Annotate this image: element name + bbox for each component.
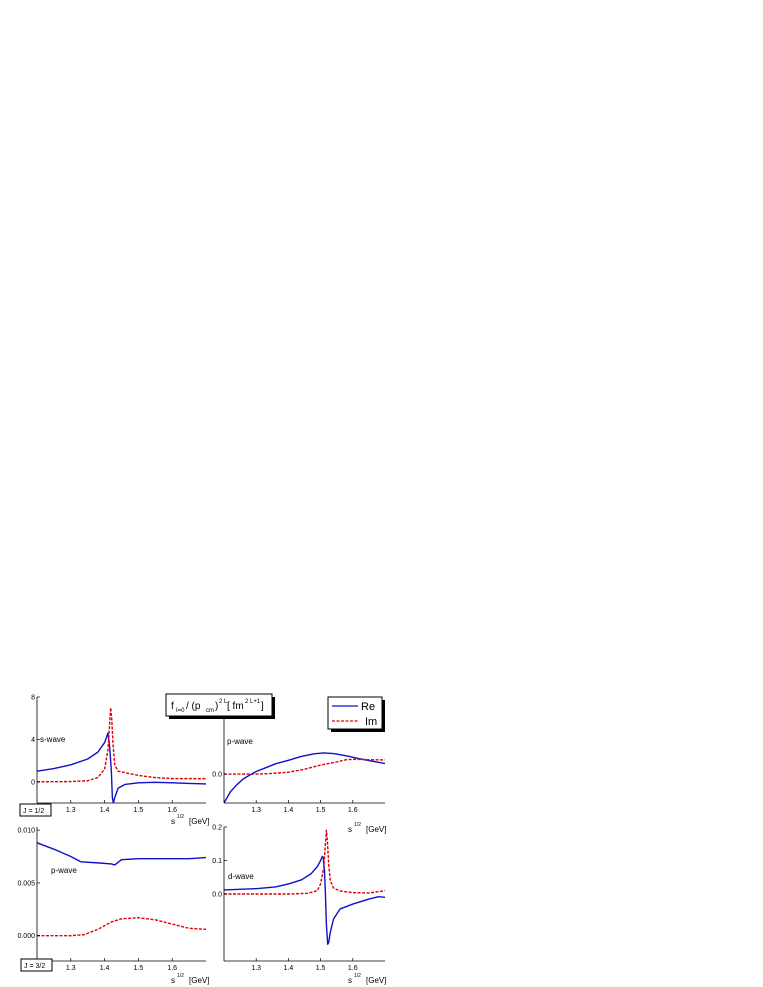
panel-bottom-right-d-wave: d-wave 0.0 0.1 0.2 1.3 1.4 1.5 1.6 (212, 825, 385, 972)
x-label-sup: 1/2 (177, 814, 184, 820)
wave-label: p-wave (51, 866, 77, 875)
series-line-im (37, 706, 206, 783)
row-label-text: J = 3/2 (24, 963, 45, 970)
title-close: ) (215, 701, 218, 712)
x-label-base: s (348, 976, 352, 985)
x-tick-label: 1.6 (167, 965, 177, 972)
title-unit-close: ] (261, 701, 264, 712)
y-tick-label: 0.010 (17, 828, 35, 835)
x-tick-label: 1.6 (348, 807, 358, 814)
title-unit-exp: 2 L+1 (245, 699, 261, 705)
x-label-unit: [GeV] (189, 817, 209, 826)
y-tick-label: 4 (31, 737, 35, 744)
y-tick-label: 0 (31, 779, 35, 786)
panel-top-left-s-wave: s-wave 0 4 8 1.3 1.4 1.5 1.6 (31, 695, 206, 814)
x-tick-label: 1.5 (134, 807, 144, 814)
y-tick-label: 0.2 (212, 825, 222, 832)
x-tick-label: 1.5 (316, 965, 326, 972)
x-axis-label-top-left: s 1/2 [GeV] (171, 814, 209, 826)
series-line-re (37, 842, 206, 866)
title-mid: / (p (186, 701, 201, 712)
x-axis-label-bottom-left: s 1/2 [GeV] (171, 973, 209, 985)
x-tick-label: 1.4 (284, 965, 294, 972)
x-tick-label: 1.4 (284, 807, 294, 814)
x-axis-label-bottom-right: s 1/2 [GeV] (348, 973, 386, 985)
x-tick-label: 1.3 (251, 965, 261, 972)
series-line-re (224, 855, 385, 945)
x-label-base: s (171, 817, 175, 826)
x-label-unit: [GeV] (189, 976, 209, 985)
x-tick-label: 1.3 (251, 807, 261, 814)
title-f: f (171, 701, 174, 712)
title-unit-open: [ fm (227, 701, 244, 712)
y-tick-label: 0.000 (17, 933, 35, 940)
x-tick-label: 1.5 (134, 965, 144, 972)
y-tick-label: 0.1 (212, 858, 222, 865)
legend: Re Im (327, 696, 385, 732)
x-tick-label: 1.4 (100, 807, 110, 814)
x-label-sup: 1/2 (354, 973, 361, 979)
row-label-j-half: J = 1/2 (19, 803, 52, 817)
series-line-im (224, 758, 385, 775)
wave-label: d-wave (228, 872, 254, 881)
row-label-j-three-halves: J = 3/2 (20, 958, 53, 972)
series-line-re (224, 752, 385, 803)
series-line-im (224, 829, 385, 895)
x-tick-label: 1.3 (66, 965, 76, 972)
y-tick-label: 0.0 (212, 892, 222, 899)
x-label-sup: 1/2 (354, 822, 361, 828)
wave-label: p-wave (227, 737, 253, 746)
title-box: f I=0 / (p cm ) 2 L [ fm 2 L+1 ] (165, 693, 275, 719)
y-tick-label: 0.0 (212, 772, 222, 779)
x-axis-label-top-right: s 1/2 [GeV] (348, 822, 386, 834)
y-tick-label: 0.005 (17, 880, 35, 887)
wave-label: s-wave (40, 735, 66, 744)
row-label-text: J = 1/2 (23, 808, 44, 815)
x-tick-label: 1.3 (66, 807, 76, 814)
panel-bottom-left-p-wave: p-wave 0.000 0.005 0.010 1.3 1.4 1.5 1.6 (17, 827, 206, 972)
x-label-unit: [GeV] (366, 976, 386, 985)
x-label-base: s (348, 825, 352, 834)
x-label-base: s (171, 976, 175, 985)
legend-label-im: Im (365, 716, 377, 728)
x-tick-label: 1.6 (167, 807, 177, 814)
title-exp: 2 L (219, 699, 228, 705)
series-line-im (37, 917, 206, 937)
x-label-sup: 1/2 (177, 973, 184, 979)
x-tick-label: 1.6 (348, 965, 358, 972)
y-tick-label: 8 (31, 695, 35, 702)
x-label-unit: [GeV] (366, 825, 386, 834)
title-p-sub: cm (206, 708, 214, 714)
title-f-sub: I=0 (176, 708, 185, 714)
series-line-re (37, 732, 206, 803)
x-tick-label: 1.4 (100, 965, 110, 972)
legend-label-re: Re (361, 701, 375, 713)
x-tick-label: 1.5 (316, 807, 326, 814)
